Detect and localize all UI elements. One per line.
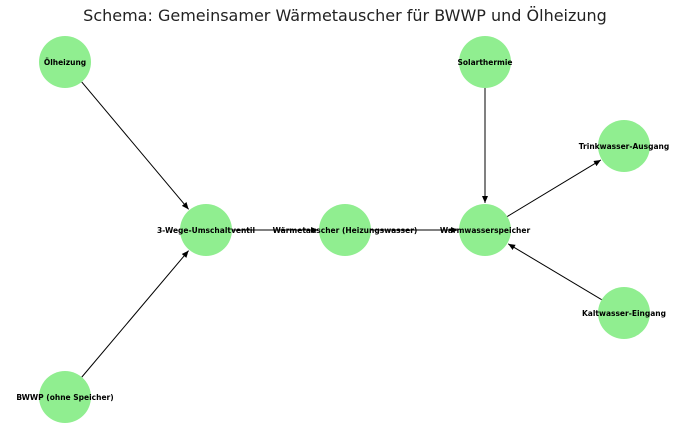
node-trinkwasser — [598, 120, 650, 172]
node-oelheizung — [39, 36, 91, 88]
node-label-oelheizung: Ölheizung — [44, 58, 86, 67]
edge-oelheizung-to-umschaltventil — [81, 81, 190, 210]
node-label-waermetauscher: Wärmetauscher (Heizungswasser) — [273, 226, 418, 235]
node-bwwp — [39, 371, 91, 423]
node-label-umschaltventil: 3-Wege-Umschaltventil — [157, 226, 255, 235]
edge-speicher-to-trinkwasser — [506, 159, 602, 217]
diagram-title: Schema: Gemeinsamer Wärmetauscher für BW… — [83, 6, 607, 25]
edges-layer — [81, 81, 602, 378]
node-label-bwwp: BWWP (ohne Speicher) — [16, 393, 113, 402]
node-waermetauscher — [319, 204, 371, 256]
node-umschaltventil — [180, 204, 232, 256]
node-solarthermie — [459, 36, 511, 88]
nodes-layer: Ölheizung SolarthermieTrinkwasser-Ausgang… — [16, 36, 669, 423]
node-speicher — [459, 204, 511, 256]
edge-bwwp-to-umschaltventil — [81, 250, 189, 378]
edge-kaltwasser-to-speicher — [507, 243, 602, 301]
node-label-kaltwasser: Kaltwasser-Eingang — [582, 309, 666, 318]
node-kaltwasser — [598, 287, 650, 339]
node-label-trinkwasser: Trinkwasser-Ausgang — [579, 142, 669, 151]
node-label-speicher: Warmwasserspeicher — [440, 226, 531, 235]
node-label-solarthermie: Solarthermie — [457, 58, 512, 67]
